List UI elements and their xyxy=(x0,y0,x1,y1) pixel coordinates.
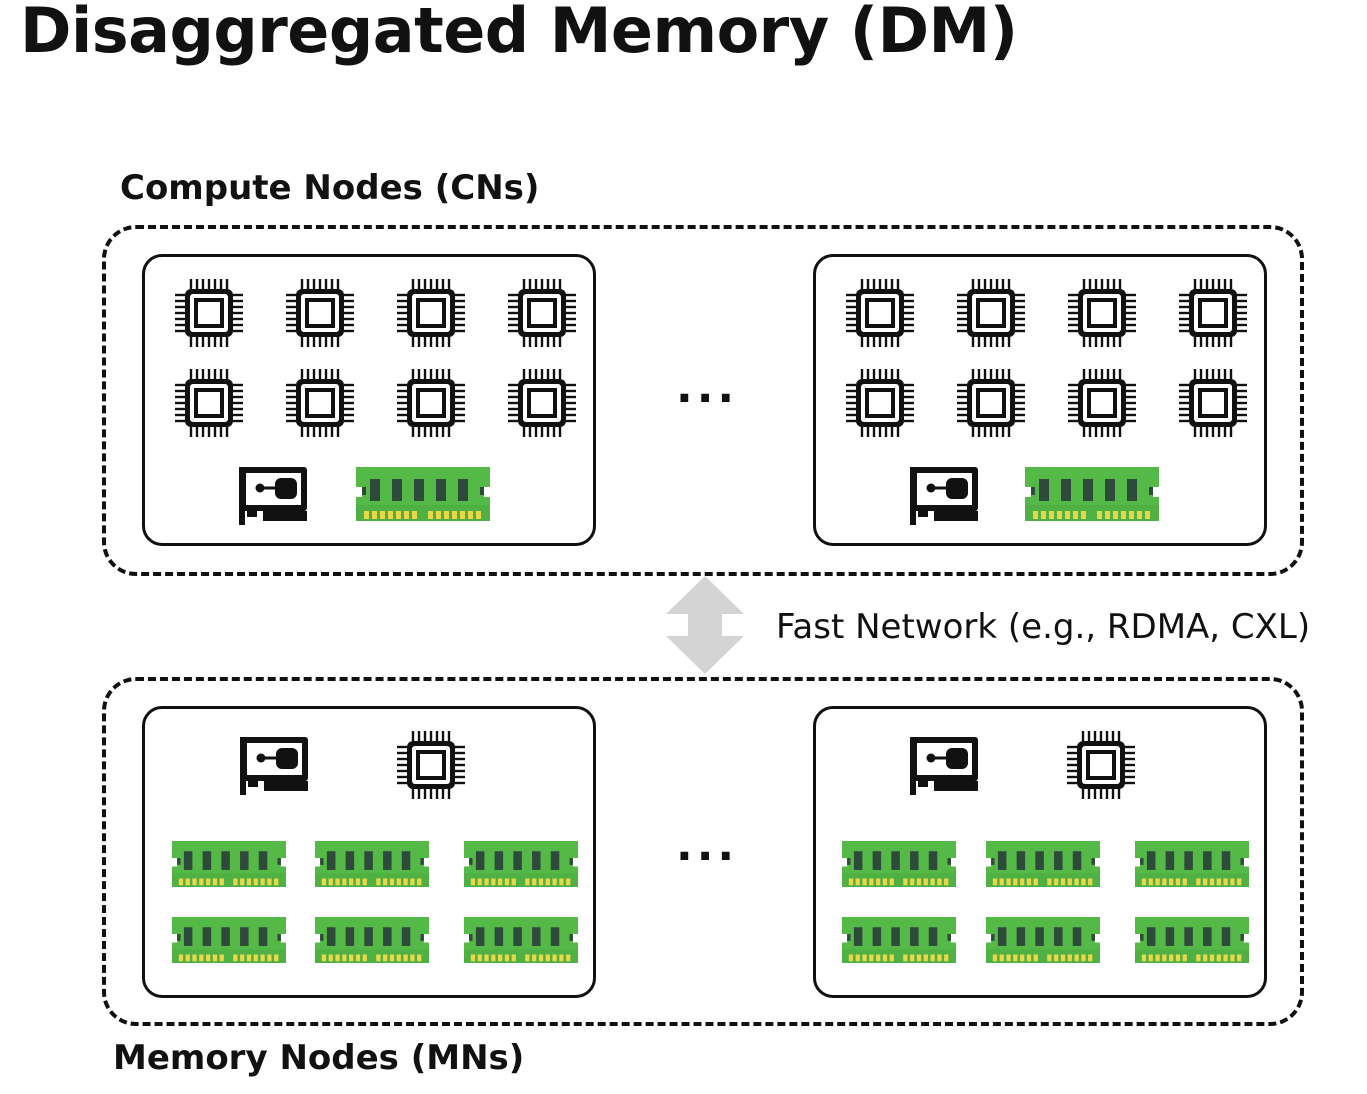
memory-module-icon xyxy=(356,467,490,521)
cpu-icon xyxy=(844,277,916,349)
memory-node-1 xyxy=(142,706,596,998)
memory-module-icon xyxy=(1135,916,1249,964)
memory-node-2 xyxy=(813,706,1267,998)
cpu-icon xyxy=(1066,277,1138,349)
cpu-icon xyxy=(1177,367,1249,439)
memory-module-icon xyxy=(315,840,429,888)
memory-module-icon xyxy=(464,840,578,888)
nic-icon xyxy=(908,463,980,527)
memory-nodes-ellipsis: ... xyxy=(676,820,739,871)
nic-icon xyxy=(238,733,310,797)
page-title: Disaggregated Memory (DM) xyxy=(20,0,1018,67)
cpu-icon xyxy=(1066,367,1138,439)
memory-nodes-label: Memory Nodes (MNs) xyxy=(113,1038,525,1078)
cpu-icon xyxy=(173,367,245,439)
cpu-icon xyxy=(173,277,245,349)
compute-node-2 xyxy=(813,254,1267,546)
cpu-icon xyxy=(506,367,578,439)
memory-module-icon xyxy=(464,916,578,964)
cpu-icon xyxy=(955,367,1027,439)
cpu-icon xyxy=(395,277,467,349)
memory-nodes-group xyxy=(102,677,1304,1026)
memory-module-icon xyxy=(842,840,956,888)
cpu-icon xyxy=(506,277,578,349)
memory-module-icon xyxy=(986,916,1100,964)
memory-module-icon xyxy=(315,916,429,964)
nic-icon xyxy=(908,733,980,797)
double-arrow-icon xyxy=(666,576,744,674)
memory-module-icon xyxy=(842,916,956,964)
cpu-icon xyxy=(284,277,356,349)
compute-nodes-label: Compute Nodes (CNs) xyxy=(120,168,540,208)
memory-module-icon xyxy=(172,840,286,888)
cpu-icon xyxy=(1065,729,1137,801)
memory-module-icon xyxy=(1025,467,1159,521)
compute-node-1 xyxy=(142,254,596,546)
cpu-icon xyxy=(395,729,467,801)
nic-icon xyxy=(237,463,309,527)
cpu-icon xyxy=(955,277,1027,349)
cpu-icon xyxy=(1177,277,1249,349)
network-label: Fast Network (e.g., RDMA, CXL) xyxy=(776,607,1311,647)
memory-module-icon xyxy=(1135,840,1249,888)
compute-nodes-group xyxy=(102,225,1304,576)
cpu-icon xyxy=(395,367,467,439)
memory-module-icon xyxy=(986,840,1100,888)
cpu-icon xyxy=(284,367,356,439)
memory-module-icon xyxy=(172,916,286,964)
compute-nodes-ellipsis: ... xyxy=(676,362,739,413)
cpu-icon xyxy=(844,367,916,439)
